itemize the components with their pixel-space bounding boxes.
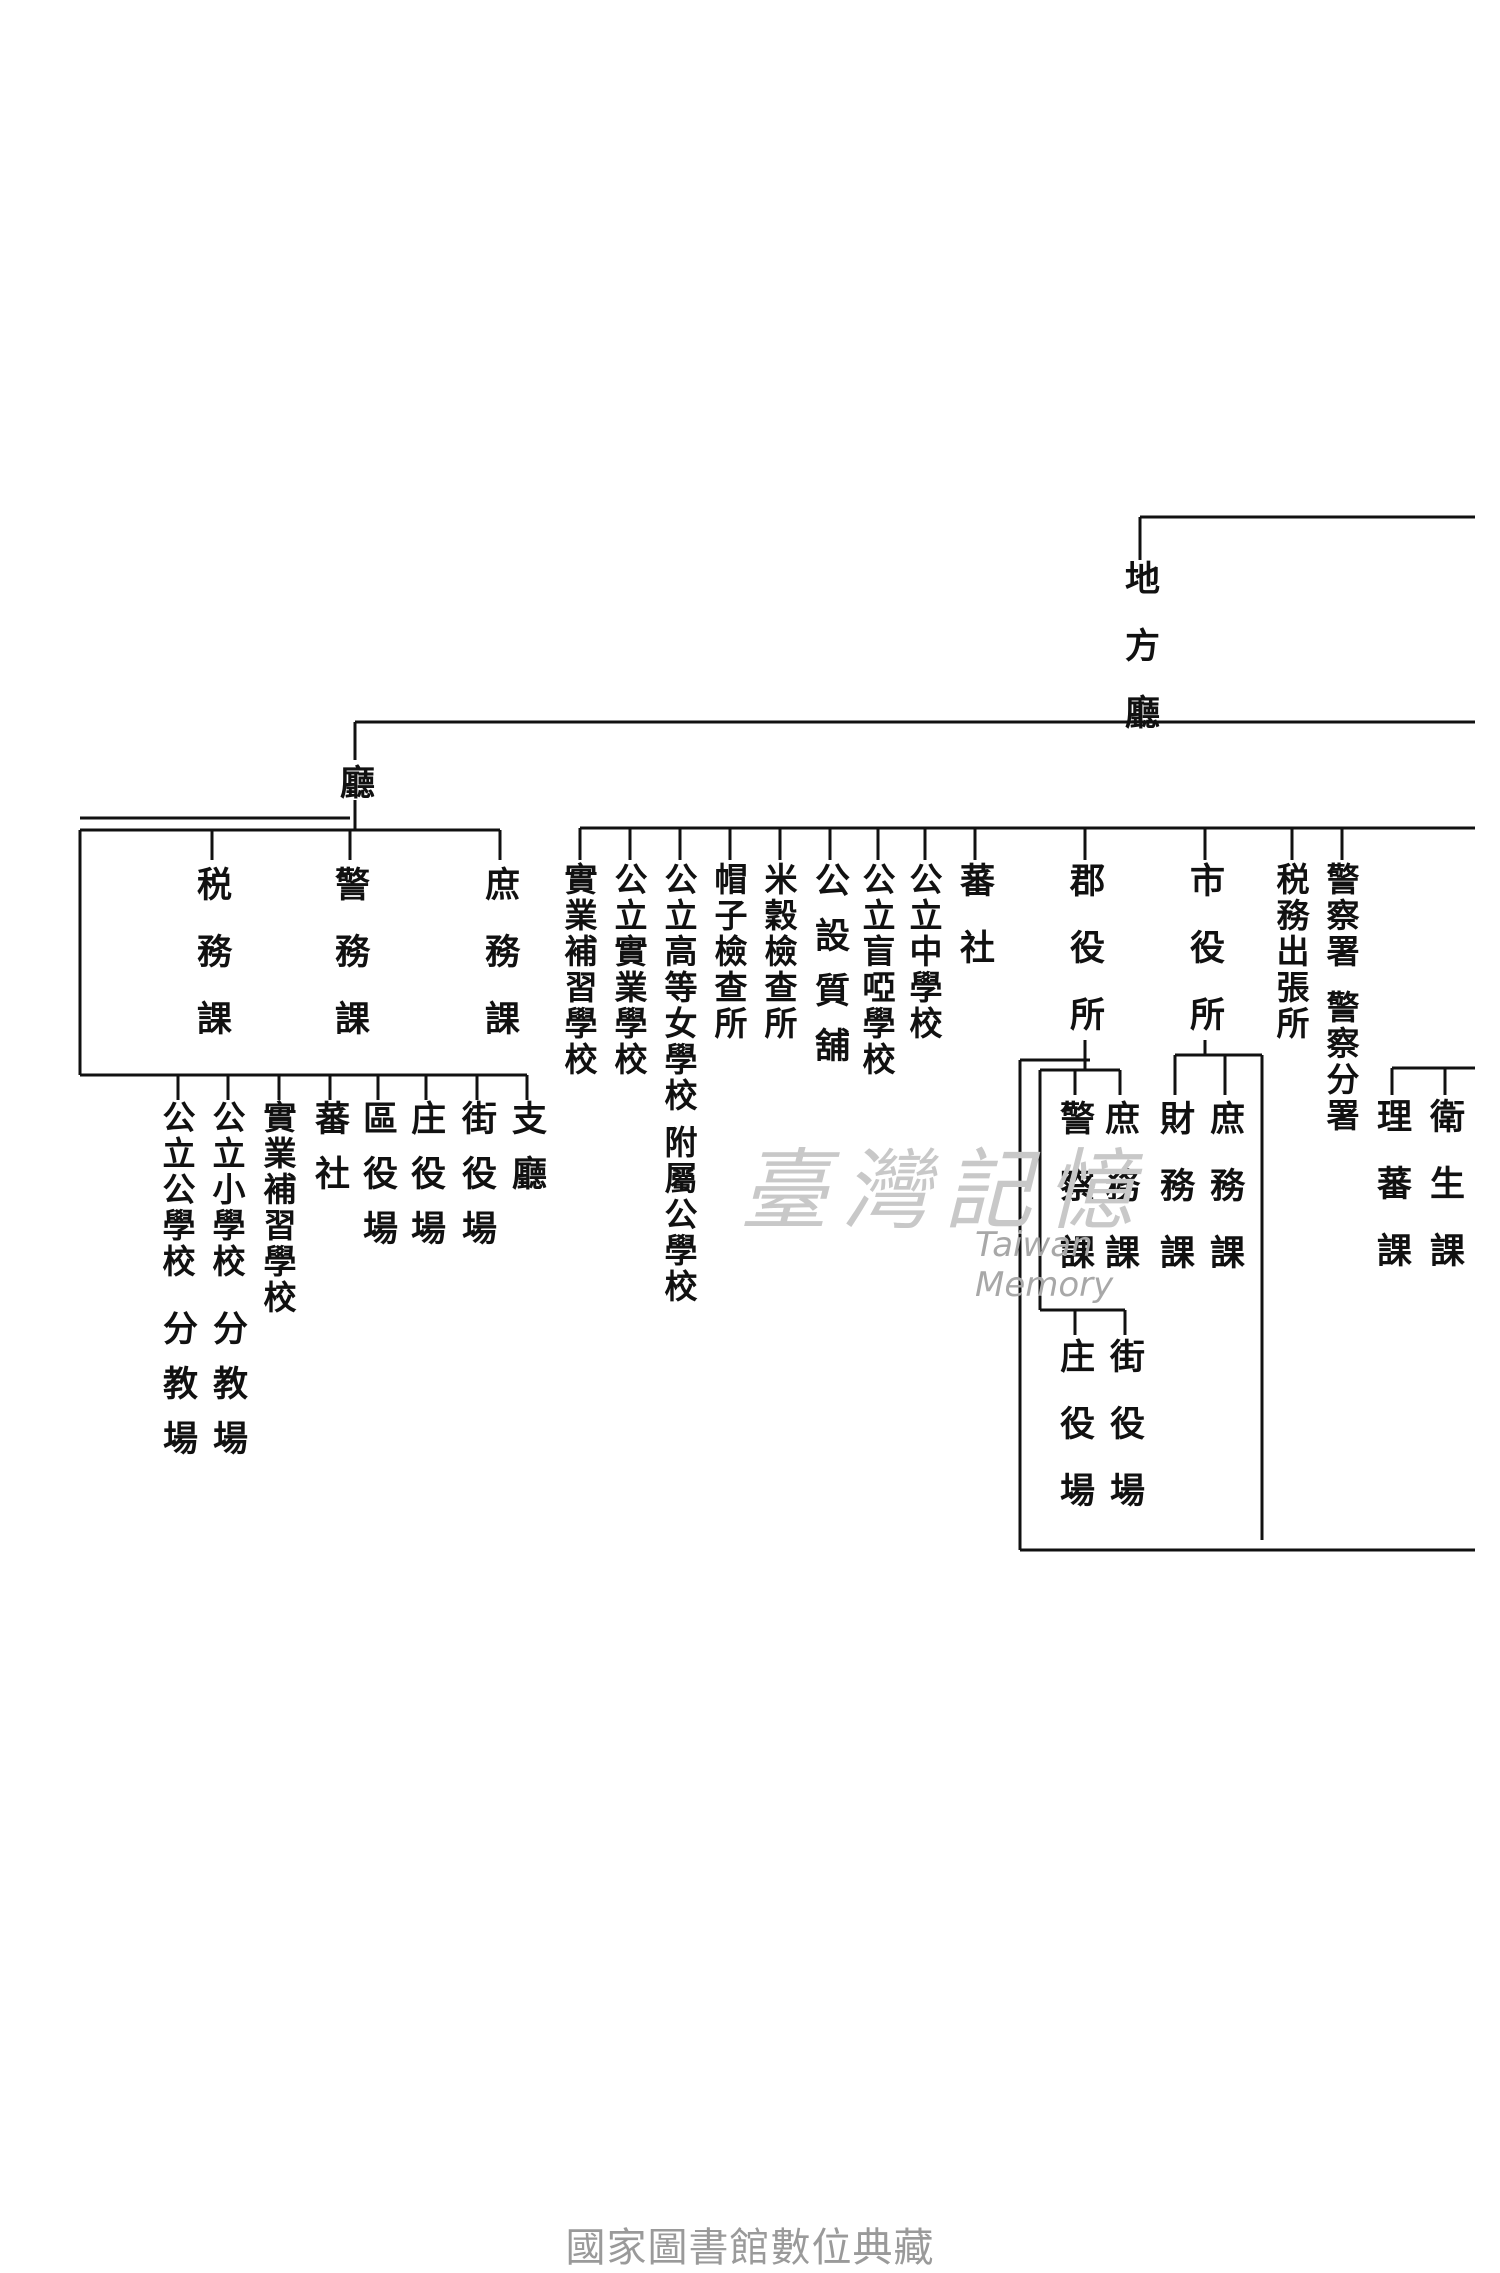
branch-school-2: 分教場	[157, 1310, 198, 1475]
ting-sub-primary-school: 公立小學校	[207, 1100, 246, 1280]
ting-sub-vocational-school: 實業補習學校	[258, 1100, 297, 1316]
county-section-general: 庶務課	[1099, 1100, 1140, 1301]
county-office: 郡役所	[1064, 862, 1105, 1063]
local-office-title: 地方廳	[1119, 560, 1160, 761]
unit-vocational-school: 實業補習學校	[559, 862, 598, 1078]
police-substation: 警察分署	[1321, 990, 1360, 1134]
ting-sub-aboriginal-village: 蕃社	[309, 1100, 350, 1210]
county-sub-street-office: 街役場	[1104, 1338, 1145, 1539]
tax-branch-office: 税務出張所	[1271, 862, 1310, 1042]
unit-aboriginal-village: 蕃社	[954, 862, 995, 996]
unit-blind-deaf-school: 公立盲啞學校	[857, 862, 896, 1078]
ting-sub-branch: 支廳	[506, 1100, 547, 1210]
police-station: 警察署	[1321, 862, 1360, 970]
unit-pawnshop: 公設質舖	[809, 862, 850, 1082]
unit-girls-high-school: 公立高等女學校	[659, 862, 698, 1114]
unit-hat-inspection: 帽子檢查所	[709, 862, 748, 1042]
aboriginal-affairs-section: 理蕃課	[1371, 1098, 1412, 1299]
city-office: 市役所	[1184, 862, 1225, 1063]
ting-sub-public-school: 公立公學校	[157, 1100, 196, 1280]
unit-attached-school: 附屬公學校	[659, 1125, 698, 1305]
branch-school-1: 分教場	[207, 1310, 248, 1475]
footer-credit: 國家圖書館數位典藏	[565, 2225, 935, 2271]
county-sub-village-office: 庄役場	[1054, 1338, 1095, 1539]
ting-sub-district-office: 區役場	[357, 1100, 398, 1265]
ting-section-general: 庶務課	[479, 866, 520, 1067]
health-section: 衛生課	[1424, 1098, 1465, 1299]
unit-middle-school: 公立中學校	[904, 862, 943, 1042]
unit-rice-inspection: 米穀檢查所	[759, 862, 798, 1042]
ting-title: 廳	[334, 764, 375, 799]
city-section-finance: 財務課	[1154, 1100, 1195, 1301]
city-section-general: 庶務課	[1204, 1100, 1245, 1301]
ting-section-police: 警務課	[329, 866, 370, 1067]
county-section-police: 警察課	[1054, 1100, 1095, 1301]
ting-sub-village-office: 庄役場	[405, 1100, 446, 1265]
unit-public-vocational-school: 公立實業學校	[609, 862, 648, 1078]
ting-section-tax: 税務課	[191, 866, 232, 1067]
ting-sub-street-office: 街役場	[456, 1100, 497, 1265]
